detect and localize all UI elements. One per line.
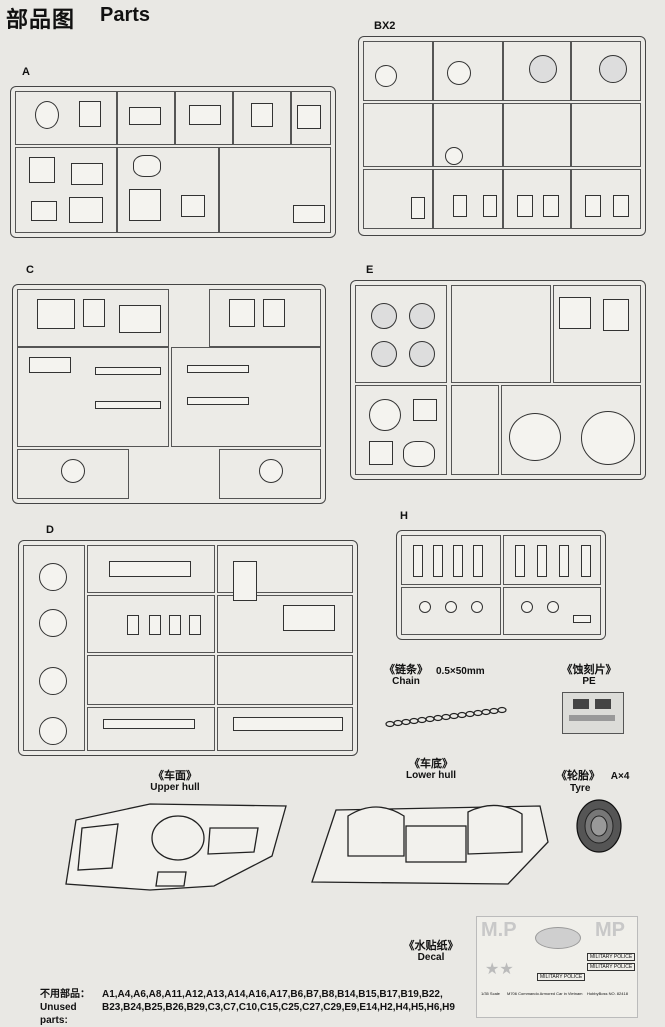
chain-title-en: Chain xyxy=(392,676,420,687)
sprue-b xyxy=(358,36,646,236)
sprue-c xyxy=(12,284,326,504)
sprue-h-label: H xyxy=(400,510,408,522)
sprue-a-label: A xyxy=(22,66,30,78)
decal-mp-label-1: MILITARY POLICE xyxy=(587,953,636,961)
sprue-e-label: E xyxy=(366,264,374,276)
lower-hull-caption: 《车底》 Lower hull xyxy=(396,758,466,782)
decal-mp-left: M.P xyxy=(481,919,517,941)
decal-emblem xyxy=(535,927,581,949)
lower-hull-title-en: Lower hull xyxy=(406,770,456,781)
tyre-quantity: A×4 xyxy=(610,771,630,782)
pe-caption: 《蚀刻片》 PE xyxy=(554,664,624,688)
page-title-cn: 部品图 xyxy=(6,7,76,32)
chain-size: 0.5×50mm xyxy=(436,666,485,677)
sprue-d-label: D xyxy=(46,524,54,536)
lower-hull-drawing xyxy=(311,804,549,885)
tyre-drawing xyxy=(576,799,622,853)
upper-hull-title-en: Upper hull xyxy=(150,782,200,793)
tyre-title-en: Tyre xyxy=(570,783,591,794)
decal-caption: 《水贴纸》 Decal xyxy=(396,940,466,964)
decal-model: M706 Commando Armored Car in Vietnam xyxy=(507,991,583,996)
sprue-e xyxy=(350,280,646,480)
pe-title-en: PE xyxy=(582,676,596,687)
unused-label-cn: 不用部品： xyxy=(40,989,90,1000)
chain-title-cn: 《链条》 xyxy=(384,664,428,676)
pe-title-cn: 《蚀刻片》 xyxy=(561,664,617,676)
decal-mp-label-2: MILITARY POLICE xyxy=(587,963,636,971)
sprue-a xyxy=(10,86,336,238)
unused-list-line2: B23,B24,B25,B26,B29,C3,C7,C10,C15,C25,C2… xyxy=(102,1002,455,1013)
upper-hull-caption: 《车面》 Upper hull xyxy=(140,770,210,794)
decal-sheet: M.P MP MILITARY POLICE MILITARY POLICE M… xyxy=(476,916,638,1018)
decal-brand: HobbyBoss NO. 82418 xyxy=(587,991,628,996)
sprue-c-label: C xyxy=(26,264,34,276)
sprue-bx2-label: BX2 xyxy=(374,20,396,32)
unused-list-line1: A1,A4,A6,A8,A11,A12,A13,A14,A16,A17,B6,B… xyxy=(102,989,443,1000)
upper-hull-title-cn: 《车面》 xyxy=(153,770,197,782)
pe-fret xyxy=(562,692,624,734)
upper-hull-drawing xyxy=(65,803,287,891)
page-title-en: Parts xyxy=(100,4,151,26)
decal-scale: 1/35 Scale xyxy=(481,991,500,996)
chain-drawing xyxy=(385,706,507,728)
unused-label-en: Unused parts: xyxy=(40,1002,77,1026)
decal-title-en: Decal xyxy=(417,952,445,963)
decal-mp-right: MP xyxy=(595,919,625,941)
sprue-h xyxy=(396,530,606,640)
decal-mp-label-3: MILITARY POLICE xyxy=(537,973,586,981)
decal-title-cn: 《水贴纸》 xyxy=(403,940,459,952)
unused-parts: 不用部品： A1,A4,A6,A8,A11,A12,A13,A14,A16,A1… xyxy=(40,988,455,1027)
lower-hull-title-cn: 《车底》 xyxy=(409,758,453,770)
tyre-title-cn: 《轮胎》 xyxy=(556,770,600,782)
decal-stars: ★★ xyxy=(485,961,514,978)
sprue-d xyxy=(18,540,358,756)
tyre-caption: 《轮胎》 A×4 Tyre xyxy=(556,770,646,795)
chain-caption: 《链条》 Chain xyxy=(376,664,436,688)
